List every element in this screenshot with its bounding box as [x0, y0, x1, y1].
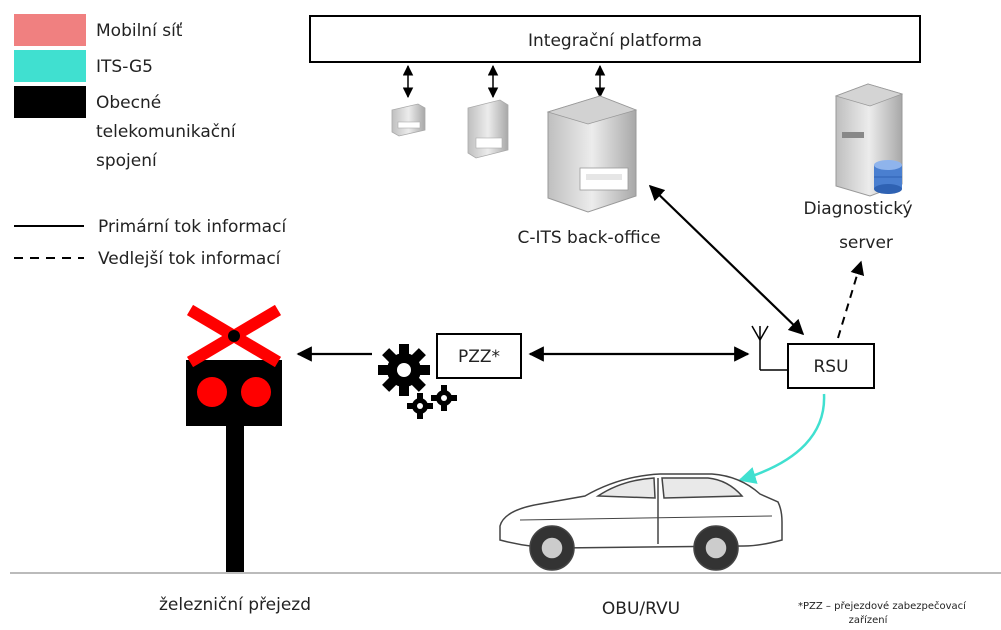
rsu-car-itsg5-link [738, 393, 826, 484]
legend-swatch-telecom [14, 86, 86, 118]
legend: Mobilní síť ITS-G5 Obecné telekomunikačn… [14, 14, 287, 269]
diagnostic-label-1: Diagnostický [803, 199, 912, 219]
antenna-icon [751, 325, 788, 371]
diagnostic-label-2: server [839, 233, 893, 253]
legend-swatch-mobile [14, 14, 86, 46]
server-icon [391, 103, 426, 137]
integration-platform-label: Integrační platforma [528, 31, 702, 51]
gear-icon [407, 393, 433, 419]
pzz-label: PZZ* [458, 347, 500, 367]
database-icon [874, 160, 902, 194]
backoffice-label: C-ITS back-office [517, 228, 660, 248]
legend-label-telecom-3: spojení [96, 151, 158, 171]
footnote-line-1: *PZZ – přejezdové zabezpečovací [798, 600, 967, 612]
legend-label-telecom-2: telekomunikační [96, 122, 237, 142]
server-icon [467, 99, 509, 159]
footnote-line-2: zařízení [849, 614, 889, 626]
legend-label-secondary: Vedlejší tok informací [98, 249, 282, 269]
rsu-label: RSU [813, 357, 848, 377]
rsu-diagnostic-link [837, 260, 865, 339]
obu-label: OBU/RVU [602, 599, 680, 619]
railway-signal-icon [186, 304, 282, 572]
backoffice-server-icon [546, 95, 638, 213]
legend-label-itsg5: ITS-G5 [96, 57, 153, 77]
crossing-label: železniční přejezd [159, 595, 311, 615]
integration-platform-box [309, 15, 921, 63]
gear-icon [378, 344, 430, 396]
gear-icon [431, 385, 457, 411]
legend-label-telecom-1: Obecné [96, 93, 161, 113]
legend-swatch-itsg5 [14, 50, 86, 82]
backoffice-rsu-link [648, 184, 805, 336]
car-icon [499, 473, 783, 571]
pzz-box [436, 333, 522, 379]
legend-label-primary: Primární tok informací [98, 217, 287, 237]
legend-label-mobile: Mobilní síť [96, 21, 183, 41]
rsu-box [787, 343, 875, 389]
